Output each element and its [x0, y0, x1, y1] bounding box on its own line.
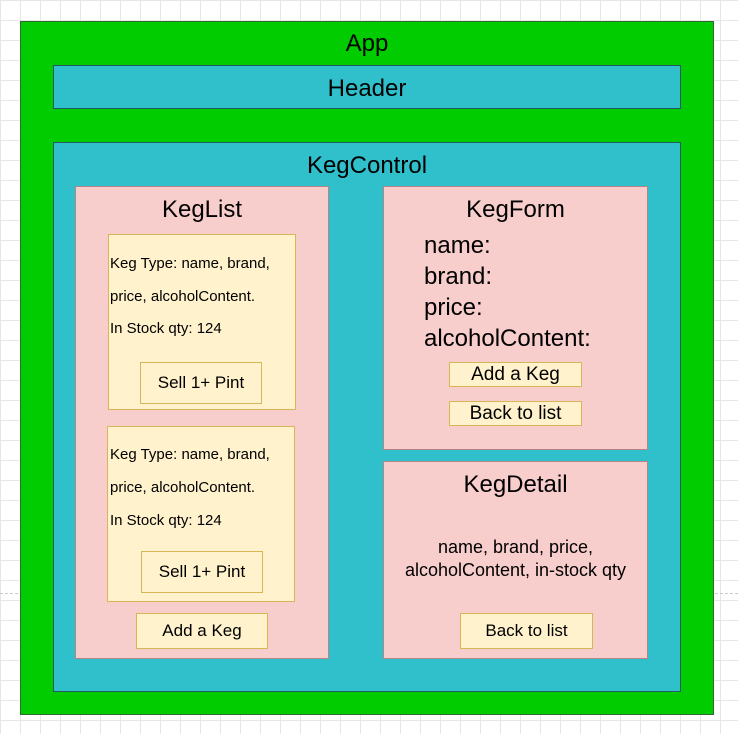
keg-detail-container: KegDetail name, brand, price, alcoholCon… — [383, 461, 648, 659]
keg-card-line-2: price, alcoholContent. — [110, 288, 256, 305]
keg-card-line-1: Keg Type: name, brand, — [110, 255, 270, 272]
sell-pint-button-label: Sell 1+ Pint — [158, 562, 246, 581]
keg-list-title: KegList — [161, 196, 243, 223]
keg-form-field-alcohol-content: alcoholContent: — [424, 325, 591, 352]
keg-form-field-brand: brand: — [424, 263, 493, 290]
keg-card-line-2: price, alcoholContent. — [110, 479, 256, 496]
app-title: App — [345, 30, 389, 57]
add-keg-button-label: Add a Keg — [162, 621, 242, 640]
form-back-to-list-button-label: Back to list — [469, 402, 562, 424]
form-add-keg-button-label: Add a Keg — [471, 363, 560, 385]
form-add-keg-button[interactable]: Add a Keg — [449, 362, 582, 387]
keg-detail-line-2: alcoholContent, in-stock qty — [404, 560, 627, 580]
keg-form-title: KegForm — [466, 196, 565, 223]
keg-detail-line-1: name, brand, price, — [437, 537, 594, 557]
sell-pint-button-label: Sell 1+ Pint — [157, 373, 245, 392]
sell-pint-button[interactable]: Sell 1+ Pint — [141, 551, 263, 593]
keg-card-line-1: Keg Type: name, brand, — [110, 446, 270, 463]
keg-control-title: KegControl — [306, 152, 428, 179]
detail-back-to-list-button[interactable]: Back to list — [460, 613, 593, 649]
header-title: Header — [327, 75, 407, 102]
keg-detail-title: KegDetail — [463, 471, 568, 498]
keg-form-field-price: price: — [424, 294, 483, 321]
detail-back-to-list-button-label: Back to list — [485, 621, 568, 640]
form-back-to-list-button[interactable]: Back to list — [449, 401, 582, 426]
add-keg-button[interactable]: Add a Keg — [136, 613, 268, 649]
keg-card-line-3: In Stock qty: 124 — [110, 320, 222, 337]
keg-form-field-name: name: — [424, 232, 491, 259]
header-container: Header — [53, 65, 681, 109]
keg-card-line-3: In Stock qty: 124 — [110, 512, 222, 529]
sell-pint-button[interactable]: Sell 1+ Pint — [140, 362, 262, 404]
